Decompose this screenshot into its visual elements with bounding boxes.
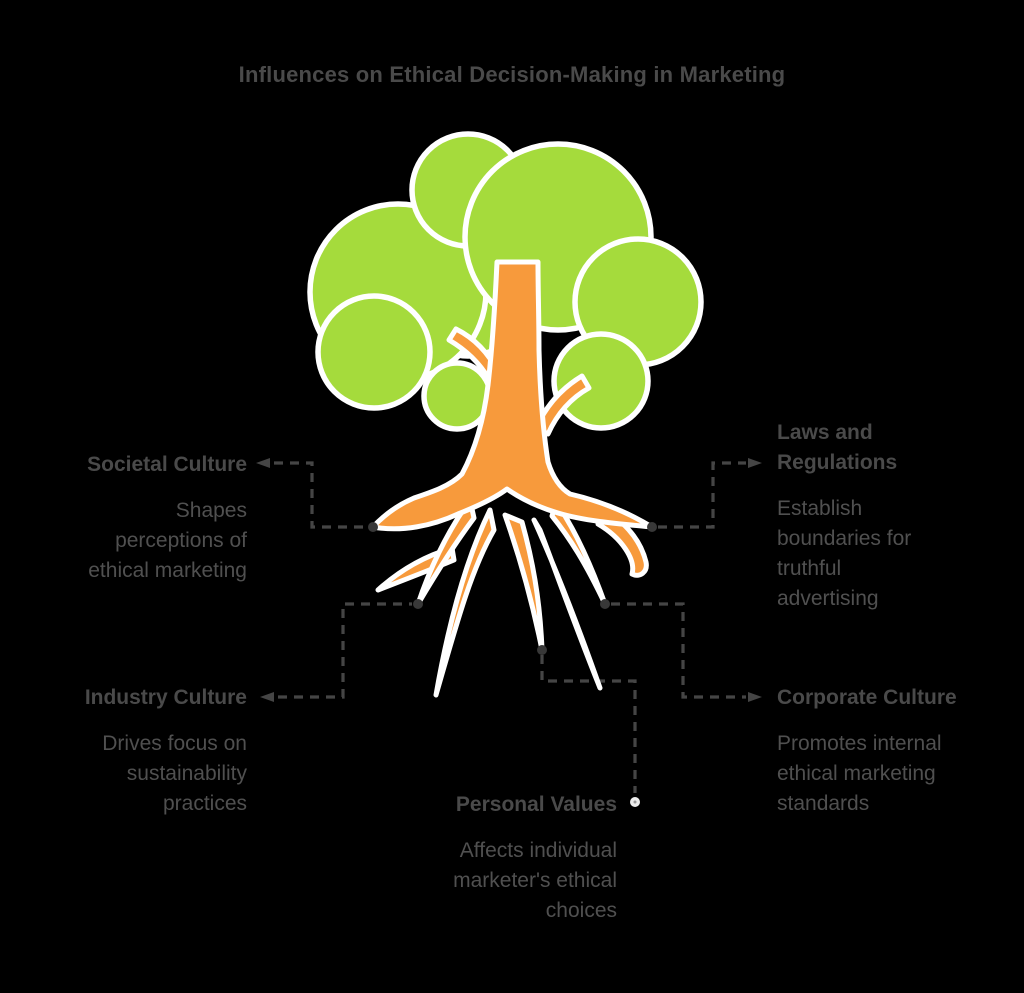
- callout-industry-title: Industry Culture: [84, 686, 247, 709]
- page-title: Influences on Ethical Decision-Making in…: [238, 62, 786, 87]
- callout-corporate-title: Corporate Culture: [777, 686, 957, 709]
- callout-personal-title: Personal Values: [455, 793, 617, 816]
- root-center: [502, 512, 545, 653]
- arrowhead-corporate: [748, 692, 762, 702]
- dashed-line-laws: [658, 461, 746, 529]
- root-tip-dot-personal: [537, 645, 547, 655]
- connector-corporate: [611, 602, 762, 702]
- dashed-line-corporate: [611, 602, 746, 699]
- arrowhead-industry: [260, 692, 274, 702]
- root-lower-left: [433, 507, 497, 698]
- arrowhead-laws: [748, 458, 762, 468]
- dashed-line-industry: [278, 602, 412, 699]
- tree-trunk: [370, 259, 655, 532]
- root-lower-right: [531, 517, 603, 691]
- connector-industry: [260, 602, 412, 702]
- root-tip-dots: [368, 522, 657, 655]
- callout-laws-title: Laws and Regulations: [777, 421, 898, 474]
- tree-branches: [446, 326, 592, 437]
- canopy-blob: [551, 331, 651, 431]
- personal-end-dot-center: [633, 800, 637, 804]
- dashed-line-societal: [274, 461, 367, 529]
- canopy-blob: [315, 293, 433, 411]
- branch-right: [533, 373, 592, 437]
- root-tip-dot-industry: [413, 599, 423, 609]
- dashed-line-personal: [540, 655, 637, 793]
- arrowhead-societal: [256, 458, 270, 468]
- callout-societal-title: Societal Culture: [87, 453, 247, 476]
- connector-laws: [658, 458, 762, 529]
- connector-societal: [256, 458, 367, 529]
- root-tip-dot-societal: [368, 522, 378, 532]
- connector-personal: [540, 655, 640, 807]
- root-tip-dot-corporate: [600, 599, 610, 609]
- branch-left: [446, 326, 501, 382]
- root-tip-dot-laws: [647, 522, 657, 532]
